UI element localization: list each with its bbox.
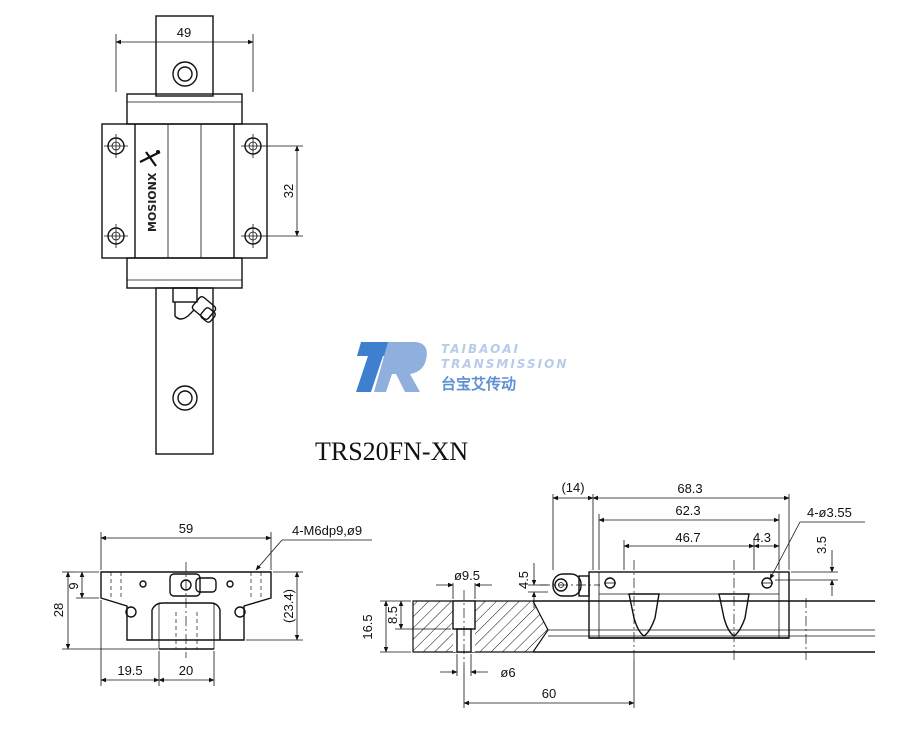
logo-line1: TAIBAOAI [441,342,520,356]
dim-rail-height: 16.5 [360,614,375,639]
dim-hole-height: 3.5 [814,536,829,554]
mounting-hole-icon [104,224,128,248]
model-title: TRS20FN-XN [315,437,468,466]
bolt-hole-icon [125,580,246,618]
dim-body-length: 62.3 [675,503,700,518]
side-view: (14) 68.3 62.3 46.7 4.3 4-ø3.55 3.5 4.5 [360,480,875,708]
mounting-hole-icon [241,224,265,248]
mounting-hole-icon [241,134,265,158]
end-view: 59 4-M6dp9,ø9 9 28 (23.4) 19.5 20 [51,521,372,686]
dim-rail-offset: 19.5 [117,663,142,678]
logo-cn: 台宝艾传动 [441,375,516,393]
logo-line2: TRANSMISSION [441,357,568,371]
dim-cbore-dia: ø9.5 [454,568,480,583]
top-view: MOSIONX 49 32 [101,15,303,455]
dim-rail-width: 20 [179,663,193,678]
dim-top-width: 49 [177,25,191,40]
dim-cbore-depth: 8.5 [385,606,400,624]
dim-hole-pitch: 46.7 [675,530,700,545]
dim-top-offset: 9 [66,582,81,589]
dim-hole-spacing: 32 [281,184,296,198]
brand-text: MOSIONX [146,172,159,232]
dim-hole-offset: 4.3 [753,530,771,545]
dim-nipple-height: 4.5 [516,571,531,589]
dim-tapped-holes: 4-M6dp9,ø9 [292,523,362,538]
dim-rail-extension: (14) [561,480,584,495]
dim-small-holes: 4-ø3.55 [807,505,852,520]
dim-end-width: 59 [179,521,193,536]
grease-nipple-icon [172,287,217,323]
dim-bolt-hole-dia: ø6 [500,665,515,680]
brand-logo-icon: MOSIONX [139,150,161,232]
dim-overall-length: 68.3 [677,481,702,496]
dim-height: 28 [51,603,66,617]
grease-nipple-icon [169,573,217,597]
dim-rail-pitch: 60 [542,686,556,701]
dim-body-height: (23.4) [281,589,296,623]
bolt-hole-icon [604,577,773,589]
mounting-hole-icon [104,134,128,158]
company-logo: TAIBAOAI TRANSMISSION 台宝艾传动 [356,342,568,393]
tr-logo-icon [356,342,427,392]
